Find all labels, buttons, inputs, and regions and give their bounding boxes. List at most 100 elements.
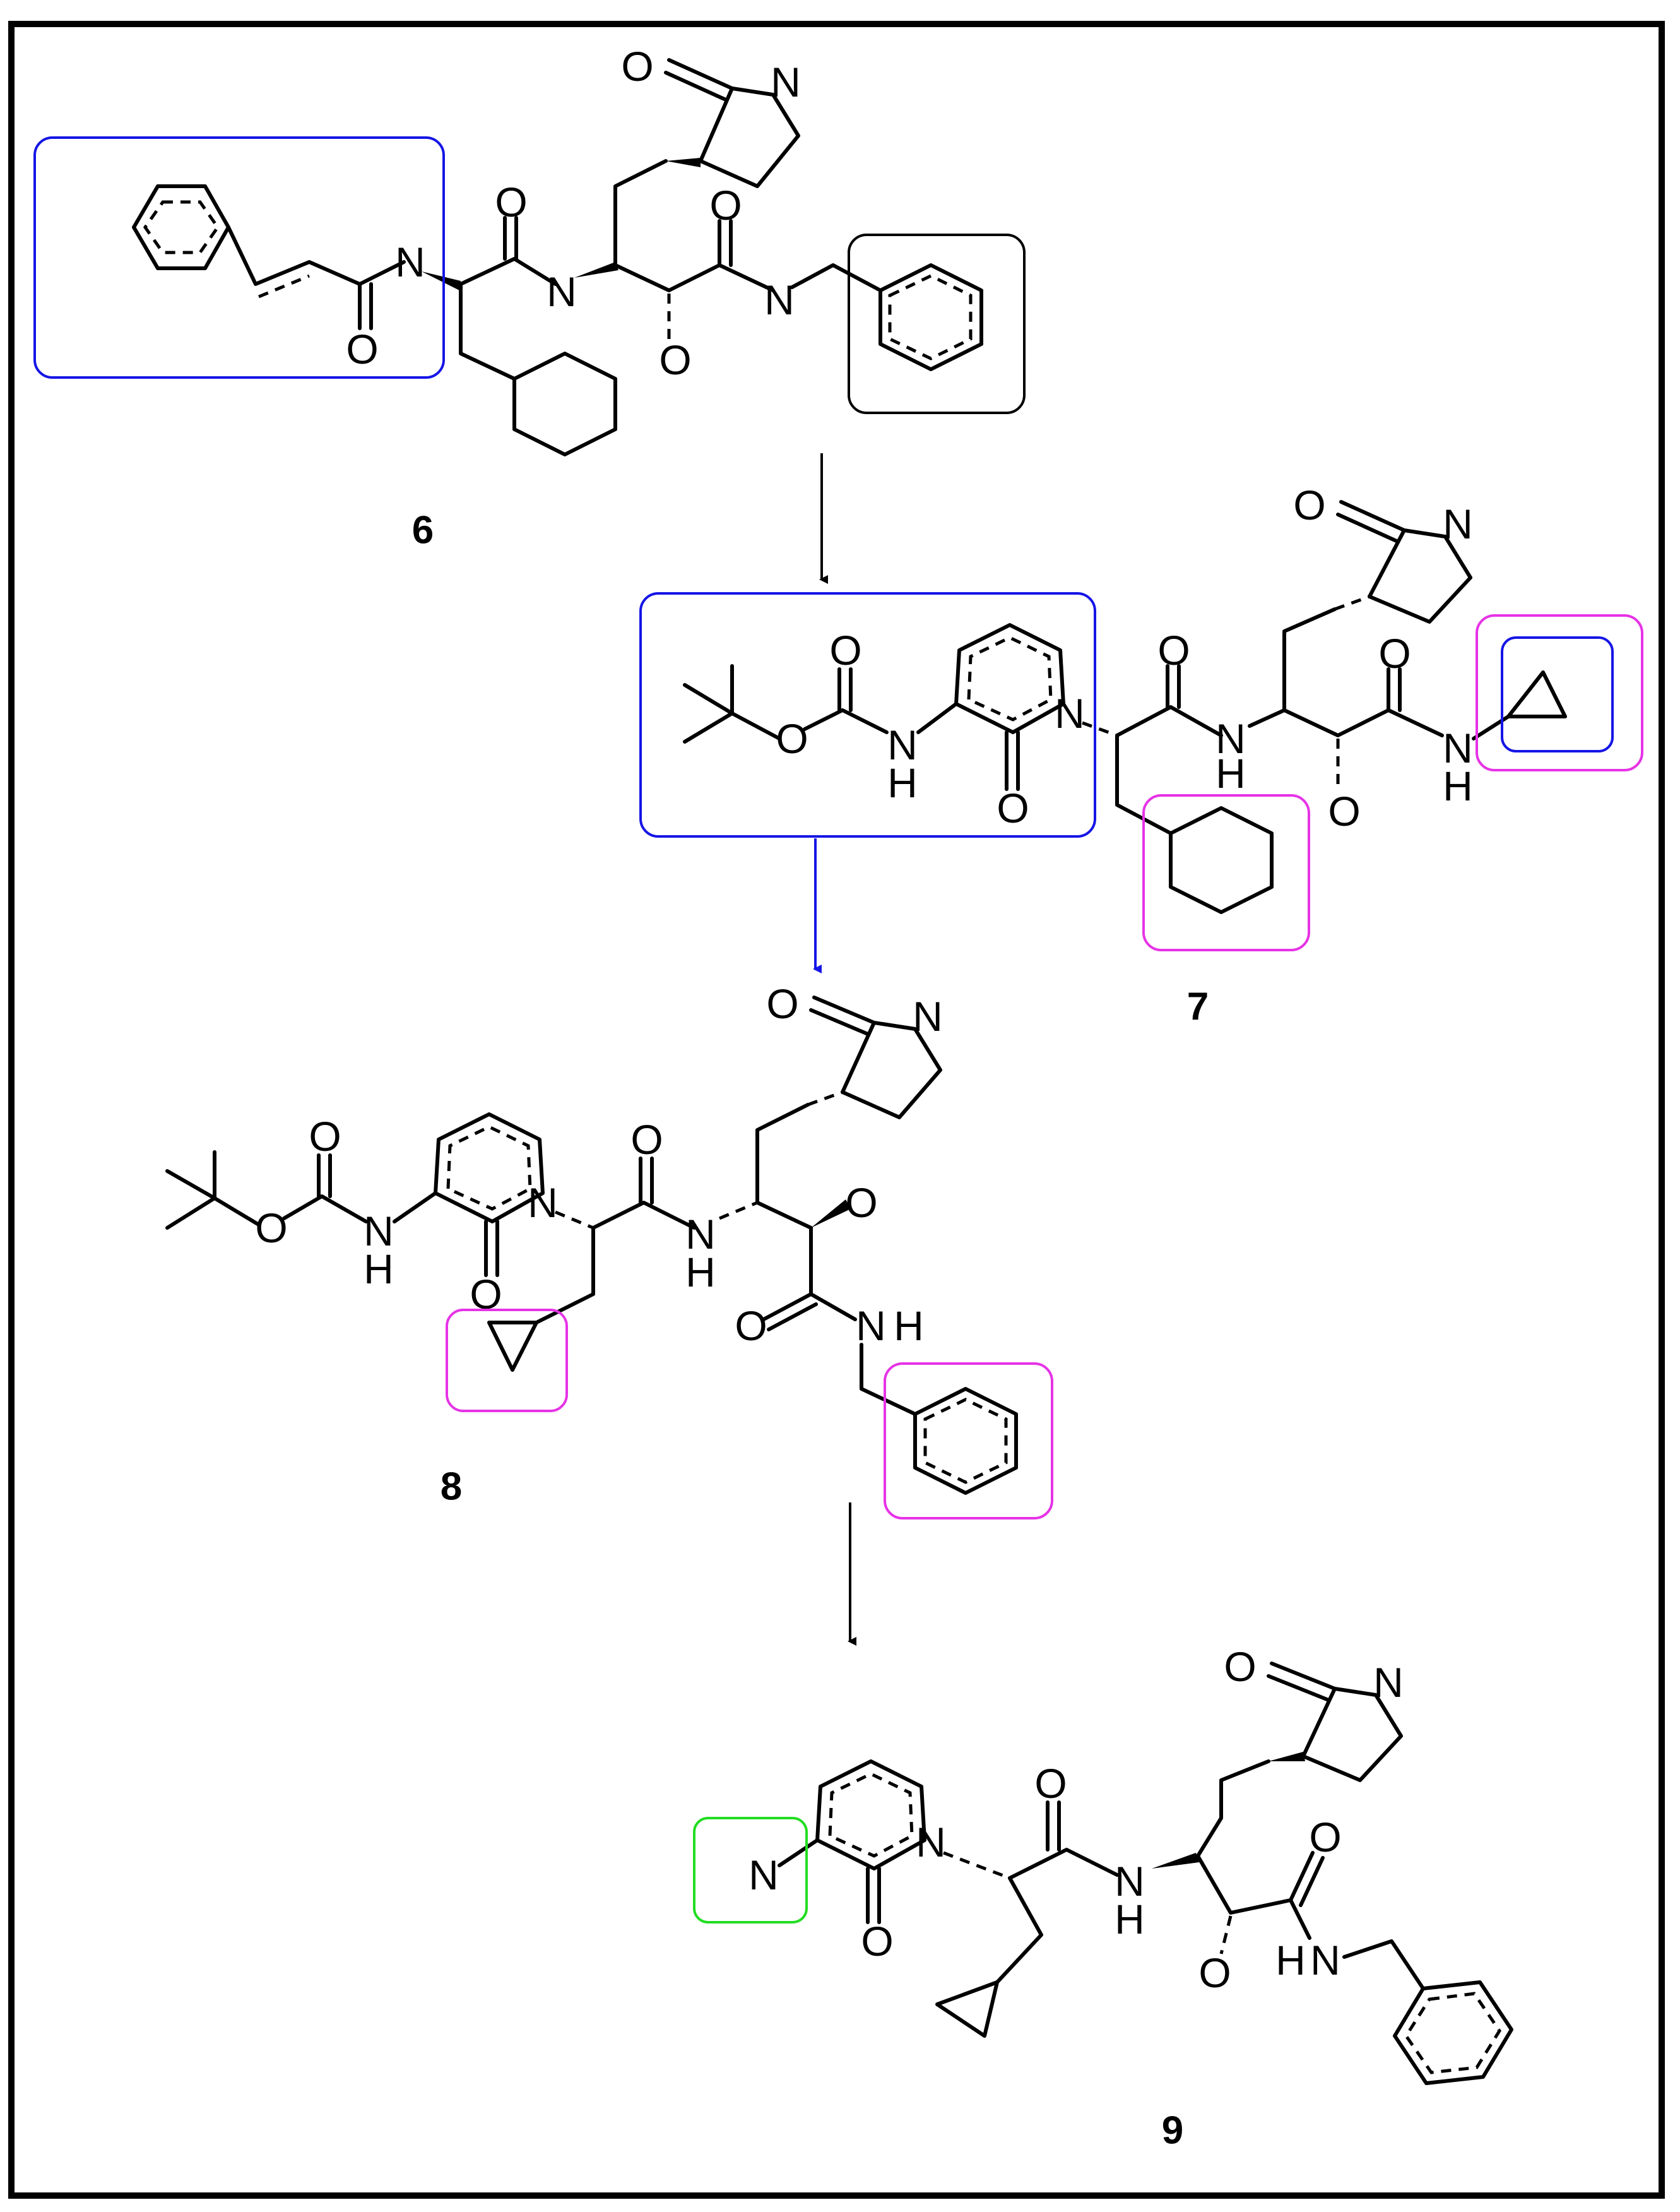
cmpd8-amide2-o: O [735, 1302, 767, 1349]
cmpd7-lactam-co [1339, 500, 1406, 532]
cmpd9-amide3-o: O [1309, 1814, 1341, 1860]
cmpd8-o-carbonyl: O [309, 1113, 341, 1160]
cmpd7-backbone1 [1115, 705, 1223, 737]
cmpd7-label: 7 [1187, 985, 1209, 1029]
cmpd8-benzyl-aromatic [923, 1398, 1008, 1484]
cmpd8-nh-n: N [364, 1208, 394, 1254]
cmpd7-hash1 [1082, 721, 1118, 737]
cmpd8-lactam-n: N [913, 993, 943, 1040]
cmpd8-amide2-co [762, 1292, 813, 1321]
cmpd8-backbone1 [591, 1201, 696, 1230]
cmpd7-nh-ring [916, 702, 958, 734]
cmpd6-oh: O [659, 336, 691, 383]
cmpd7-lactam-co2 [1336, 513, 1400, 544]
cmpd6-benzyl-aromatic [888, 274, 973, 360]
cmpd6-backbone2 [613, 159, 668, 267]
cmpd7-backbone3 [1282, 708, 1444, 737]
cmpd7-amide-o: O [1157, 627, 1190, 674]
cmpd9-backbone2 [1196, 1759, 1270, 1858]
cmpd7-box-cyclopropyl-inner [1501, 636, 1614, 752]
cmpd6-lactam-co [667, 58, 734, 90]
cmpd9-hash-oh [1219, 1915, 1233, 1954]
cmpd6-vinyl-double [258, 274, 310, 299]
cmpd8-backbone2 [755, 1103, 810, 1204]
cmpd7-amide-h: H [1216, 750, 1246, 797]
cmpd7-o-carbonyl: O [829, 627, 861, 674]
cmpd8-o-ester: O [255, 1204, 287, 1251]
cmpd6-wedge2 [574, 262, 618, 278]
cmpd7-nh-h: H [887, 759, 918, 806]
cmpd7-box-pyridone [639, 592, 1096, 838]
cmpd8-hash2 [719, 1201, 758, 1220]
cmpd7-ch2 [1115, 734, 1173, 835]
cmpd8-amide-h: H [685, 1249, 716, 1295]
cmpd8-hash3 [807, 1090, 843, 1107]
cmpd9-amide3-n: N [1310, 1937, 1340, 1983]
cmpd9-amide3-h: H [1275, 1937, 1306, 1983]
cmpd6-backbone3 [613, 263, 775, 292]
cmpd6-box-benzyl [848, 234, 1026, 414]
cmpd8-pyridone-ring [434, 1112, 545, 1223]
cmpd7-amide3-n: N [1443, 725, 1473, 771]
cmpd8-amide2-h: H [894, 1302, 924, 1349]
cmpd9-lactam-co2 [1267, 1674, 1330, 1702]
cmpd9-benzyl-aromatic [1404, 1992, 1501, 2074]
cmpd9-pyridone-aromatic [828, 1772, 914, 1858]
cmpd7-pyridone-n: N [1055, 690, 1085, 737]
cmpd8-amide2-n-bond [809, 1292, 857, 1321]
cmpd9-wedge1 [1152, 1853, 1199, 1869]
cmpd9-pyridone-n: N [916, 1819, 946, 1865]
cmpd9-lactam-o: O [1224, 1643, 1256, 1690]
compound-6: O N O N O N O O N 6 [33, 43, 1026, 552]
cmpd6-ch2 [459, 282, 516, 381]
cmpd6-benzyl-ring [878, 263, 983, 371]
cmpd7-oh: O [1328, 788, 1360, 835]
cmpd8-amide-n: N [685, 1211, 716, 1258]
cmpd7-pyridone-ring [954, 623, 1065, 734]
cmpd7-nh-n: N [887, 722, 918, 768]
cmpd7-pyridone-o: O [997, 785, 1029, 831]
cmpd9-hash1 [943, 1851, 1010, 1880]
cmpd8-amide2-n: N [856, 1302, 886, 1349]
cmpd8-backbone3 [755, 1201, 813, 1230]
cmpd6-o3: O [709, 182, 742, 229]
cmpd6-phenyl-aromatic [143, 200, 220, 254]
cmpd6-lactam-co2 [664, 71, 728, 102]
cmpd7-tbu-me2 [683, 711, 734, 744]
compound-9: N O N O N H O N O O H N [693, 1643, 1513, 2153]
cmpd9-amide3-co [1289, 1851, 1315, 1902]
cmpd9-amide-o: O [1034, 1760, 1067, 1807]
cmpd9-lactam-co [1270, 1662, 1337, 1691]
cmpd7-hash2 [1334, 595, 1370, 611]
cmpd7-lactam-o: O [1293, 482, 1325, 528]
cmpd8-ch2 [535, 1226, 595, 1324]
cmpd7-backbone2 [1248, 607, 1337, 728]
cmpd6-backbone1 [459, 257, 557, 286]
cmpd8-benzyl-ring [913, 1387, 1018, 1495]
cmpd7-cyclopropyl [1506, 670, 1567, 718]
cmpd9-backbone3 [1196, 1854, 1293, 1915]
cmpd9-box-amine [693, 1817, 808, 1924]
outer-frame [8, 21, 1665, 2199]
cmpd6-n2: N [547, 268, 577, 315]
cmpd6-n3: N [764, 276, 795, 323]
cmpd7-carbamate [803, 708, 889, 734]
cmpd9-benzyl-ring [1393, 1980, 1513, 2085]
cmpd6-o1: O [346, 326, 378, 372]
cmpd9-n-ring [778, 1838, 819, 1867]
cmpd9-ch2 [995, 1876, 1043, 1984]
cmpd9-cyclopropyl [935, 1980, 999, 2038]
cmpd9-amide3-co2 [1299, 1856, 1325, 1907]
cmpd6-lactam-n: N [771, 59, 801, 105]
cmpd8-label: 8 [441, 1465, 462, 1509]
cmpd9-amide-n: N [1115, 1858, 1145, 1905]
cmpd9-n-amine: N [748, 1852, 779, 1898]
cmpd9-pyridone-ring [815, 1759, 926, 1870]
cmpd6-label: 6 [412, 509, 434, 552]
cmpd6-o2: O [495, 179, 527, 225]
cmpd8-hash1 [555, 1210, 594, 1230]
cmpd8-nh-ring [393, 1191, 437, 1223]
cmpd9-pyridone-o: O [861, 1918, 893, 1965]
cmpd8-wedge-oh [811, 1199, 851, 1228]
